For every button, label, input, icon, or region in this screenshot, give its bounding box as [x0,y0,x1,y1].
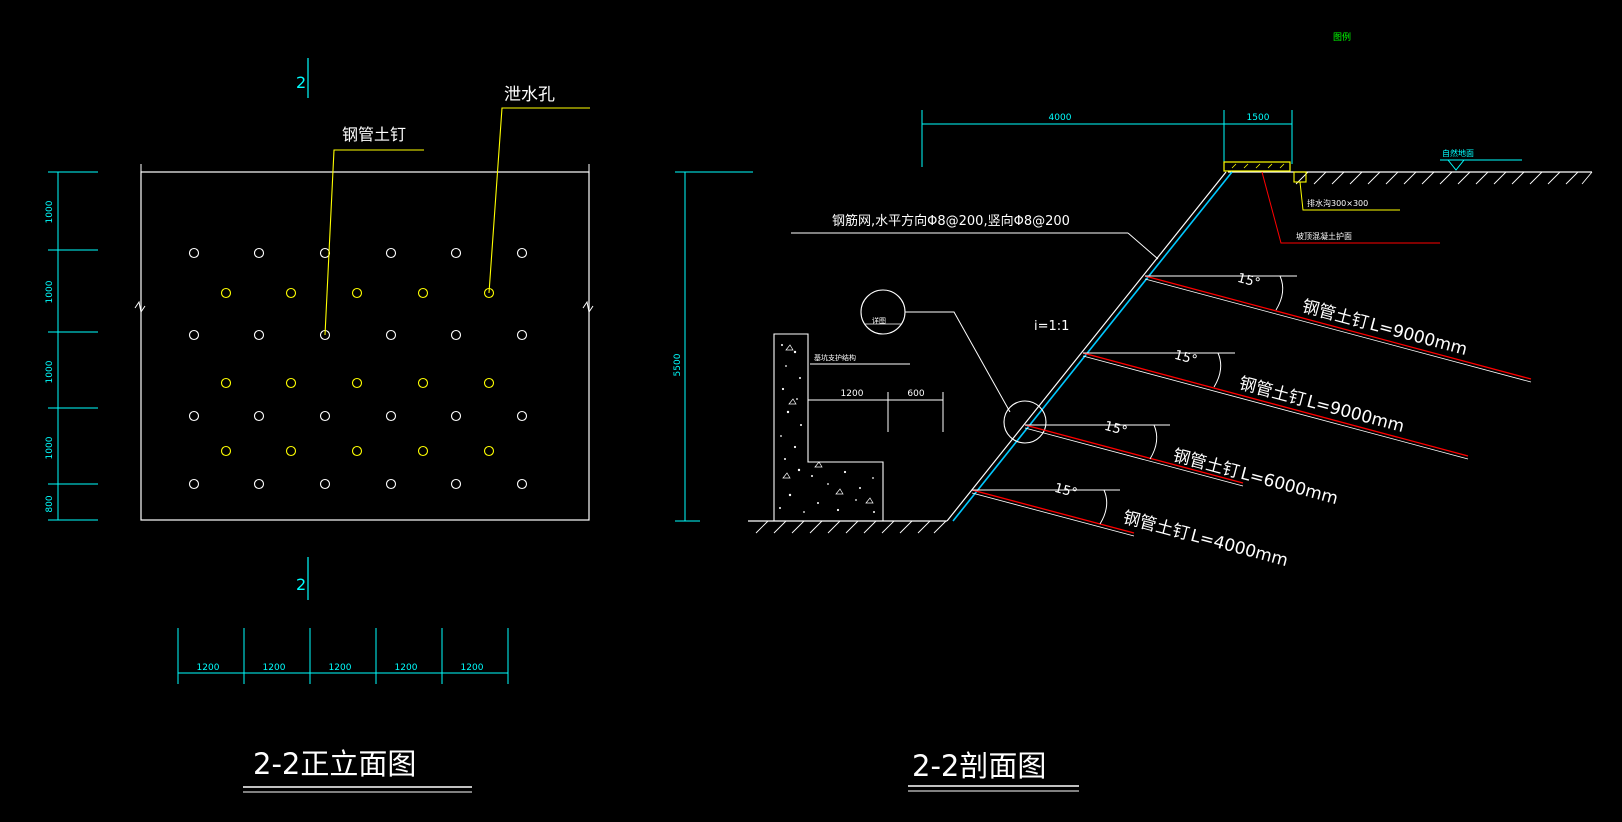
elevation-vdim-3: 1000 [45,360,55,383]
retaining-wall [773,333,884,522]
elevation-view: 1000 1000 1000 1000 800 2 2 钢管土钉 泄水孔 [45,58,594,793]
nail-length-1: L=9000mm [1367,315,1469,360]
nail-angle-3: 15° [1103,419,1129,439]
soil-nail-4 [971,489,1135,534]
elevation-vertical-dimension [48,171,98,521]
break-mark-right [582,300,594,314]
wall-dimension [807,392,944,432]
nail-angle-2: 15° [1173,348,1199,368]
leader-drain-hole [488,107,590,294]
section-dim-1500: 1500 [1247,113,1270,123]
section-view: 图例 4000 1500 5500 [673,31,1593,792]
label-drain-hole: 泄水孔 [504,85,555,105]
drain-holes-yellow [220,287,495,457]
nail-label-3: 15° 钢管土钉 L=6000mm [1103,419,1341,509]
section-mark-top: 2 [296,73,306,92]
elevation-vdim-4: 1000 [45,436,55,459]
ground-level-symbol [1446,159,1466,171]
detail-circle-on-slope [1003,400,1047,444]
dim-wall-600: 600 [907,389,924,399]
nail-length-4: L=4000mm [1188,526,1290,571]
slope-ratio: i=1:1 [1034,319,1069,334]
elevation-hdim-5: 1200 [461,663,484,673]
label-natural-ground: 自然地面 [1442,148,1474,158]
nail-length-2: L=9000mm [1304,392,1406,437]
nail-name-2: 钢管土钉 [1237,374,1308,411]
break-mark-left [134,300,146,314]
elevation-vdim-1: 1000 [45,200,55,223]
label-steel-pipe-nail: 钢管土钉 [342,125,406,144]
slope-face [946,171,1227,522]
elevation-title: 2-2正立面图 [253,747,416,781]
section-dim-5500: 5500 [673,353,683,376]
ground-hatch-top [1295,171,1593,185]
nail-label-4: 15° 钢管土钉 L=4000mm [1053,481,1291,571]
section-height-dimension [675,171,753,522]
angle-references [972,275,1297,525]
detail-callout-label: 详图 [872,316,886,325]
crown-concrete [1223,161,1291,172]
nail-holes-white [188,247,528,490]
nail-angle-4: 15° [1053,481,1079,501]
soil-nails [971,275,1532,534]
elevation-wall-outline [140,171,590,521]
concrete-speckle [779,344,875,513]
section-dim-4000: 4000 [1049,113,1072,123]
elevation-hdim-4: 1200 [395,663,418,673]
soil-nail-2 [1082,352,1469,457]
section-top-note: 图例 [1333,31,1351,43]
detail-callout-circle [860,289,906,335]
elevation-hdim-1: 1200 [197,663,220,673]
ground-hatch-bottom [755,520,947,534]
elevation-vdim-5: 800 [45,495,55,512]
label-wall: 基坑支护结构 [814,353,856,362]
label-drain-ditch: 排水沟300×300 [1307,198,1368,208]
soil-nail-3 [1024,424,1244,484]
detail-leader [905,311,1011,413]
elevation-hdim-3: 1200 [329,663,352,673]
nail-length-3: L=6000mm [1238,464,1340,509]
section-top-dimension [921,110,1293,167]
elevation-hdim-2: 1200 [263,663,286,673]
elevation-vdim-2: 1000 [45,280,55,303]
section-title: 2-2剖面图 [912,749,1046,783]
nail-name-3: 钢管土钉 [1171,446,1242,483]
section-mark-bottom: 2 [296,575,306,594]
nail-label-1: 15° 钢管土钉 L=9000mm [1236,271,1470,360]
soil-nail-1 [1144,275,1532,380]
nail-name-4: 钢管土钉 [1121,508,1192,545]
nail-label-2: 15° 钢管土钉 L=9000mm [1173,348,1407,437]
leader-drain-ditch [1299,181,1400,211]
dim-wall-1200: 1200 [841,389,864,399]
leader-nail [324,149,424,336]
slope-facing-shotcrete [952,171,1233,522]
label-crown: 坡顶混凝土护面 [1296,231,1352,241]
leader-crown [1261,171,1440,244]
label-mesh: 钢筋网,水平方向Φ8@200,竖向Φ8@200 [832,213,1070,229]
nail-angle-1: 15° [1236,271,1262,291]
elevation-horizontal-dimension [177,628,509,684]
nail-name-1: 钢管土钉 [1300,297,1371,334]
